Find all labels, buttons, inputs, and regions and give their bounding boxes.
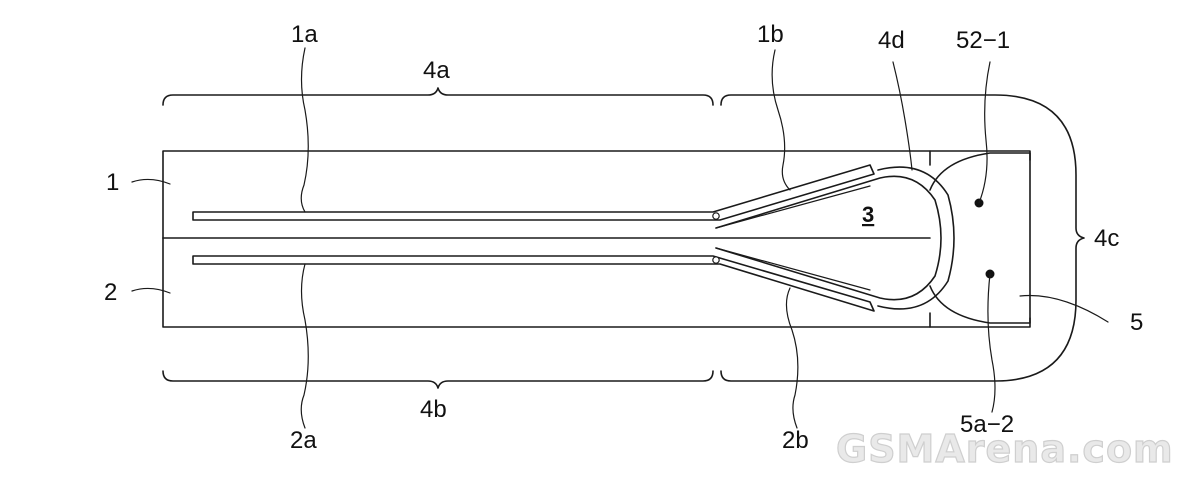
hinge-block-5 <box>929 152 1031 324</box>
body-1 <box>162 150 1031 239</box>
leader-1b <box>771 49 791 191</box>
label-5: 5 <box>1130 309 1143 336</box>
label-4d: 4d <box>878 27 905 54</box>
label-4b: 4b <box>420 396 447 423</box>
leader-2a <box>300 263 309 429</box>
display-loop-inner <box>877 166 955 310</box>
label-2a: 2a <box>290 427 317 454</box>
display-loop-4d <box>715 175 942 301</box>
leader-2 <box>131 287 171 294</box>
strip-1a <box>192 164 875 221</box>
leader-1a <box>300 47 309 213</box>
leader-5 <box>1019 294 1109 323</box>
leader-4d <box>892 61 913 171</box>
leader-1 <box>131 178 171 185</box>
watermark: GSMArena.com <box>836 427 1174 471</box>
label-4c: 4c <box>1094 225 1119 252</box>
bracket-4a <box>162 87 714 106</box>
hinge-pin-upper <box>712 212 720 220</box>
label-2b: 2b <box>782 427 809 454</box>
bracket-4c <box>720 94 1085 382</box>
hinge-pin-lower <box>712 256 720 264</box>
label-1a: 1a <box>291 21 318 48</box>
bracket-4b <box>162 370 714 389</box>
label-5a-2: 5a−2 <box>960 411 1014 438</box>
strip-2a <box>192 255 875 312</box>
label-1b: 1b <box>757 21 784 48</box>
label-3: 3 <box>862 202 874 227</box>
label-1: 1 <box>106 169 119 196</box>
label-52-1: 52−1 <box>956 27 1010 54</box>
label-4a: 4a <box>423 57 450 84</box>
label-2: 2 <box>104 279 117 306</box>
leader-2b <box>785 287 799 429</box>
leader-52-1 <box>978 61 991 204</box>
body-2 <box>162 237 1031 328</box>
leader-5a-2 <box>987 273 996 413</box>
